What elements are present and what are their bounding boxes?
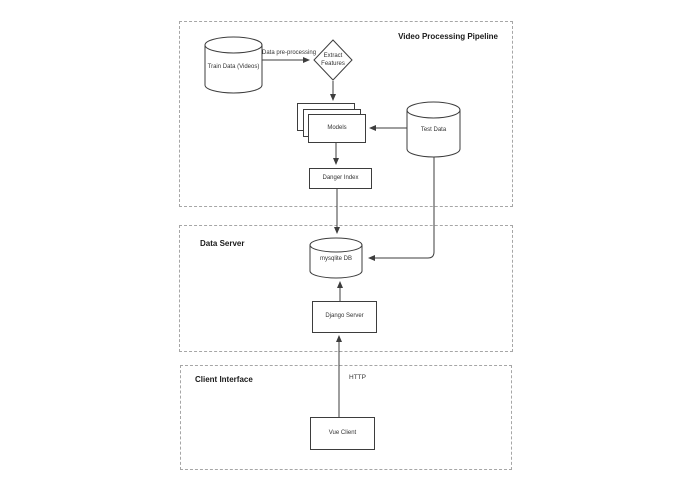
node-danger-index: Danger Index <box>309 168 372 189</box>
node-django-server-label: Django Server <box>325 313 364 320</box>
section-title-video-processing-pipeline: Video Processing Pipeline <box>398 32 498 41</box>
section-data-server <box>179 225 513 352</box>
section-title-client-interface: Client Interface <box>195 375 253 384</box>
section-video-processing-pipeline <box>179 21 513 207</box>
section-title-data-server: Data Server <box>200 239 245 248</box>
node-vue-client: Vue Client <box>310 417 375 450</box>
node-vue-client-label: Vue Client <box>328 429 357 436</box>
edge-label-http: HTTP <box>349 374 366 381</box>
node-danger-index-label: Danger Index <box>322 174 359 181</box>
node-train-data-label: Train Data (Videos) <box>207 64 260 70</box>
node-models-label: Models <box>327 124 347 131</box>
node-extract-features-label: Extract Features <box>321 53 345 67</box>
node-mysqlite-db-label: mysqlite DB <box>319 256 352 262</box>
node-django-server: Django Server <box>312 301 377 333</box>
section-client-interface <box>180 365 512 470</box>
node-test-data-label: Test Data <box>420 127 447 133</box>
node-models: Models <box>308 114 366 143</box>
edge-label-data-preprocessing: Data pre-processing <box>262 50 317 56</box>
